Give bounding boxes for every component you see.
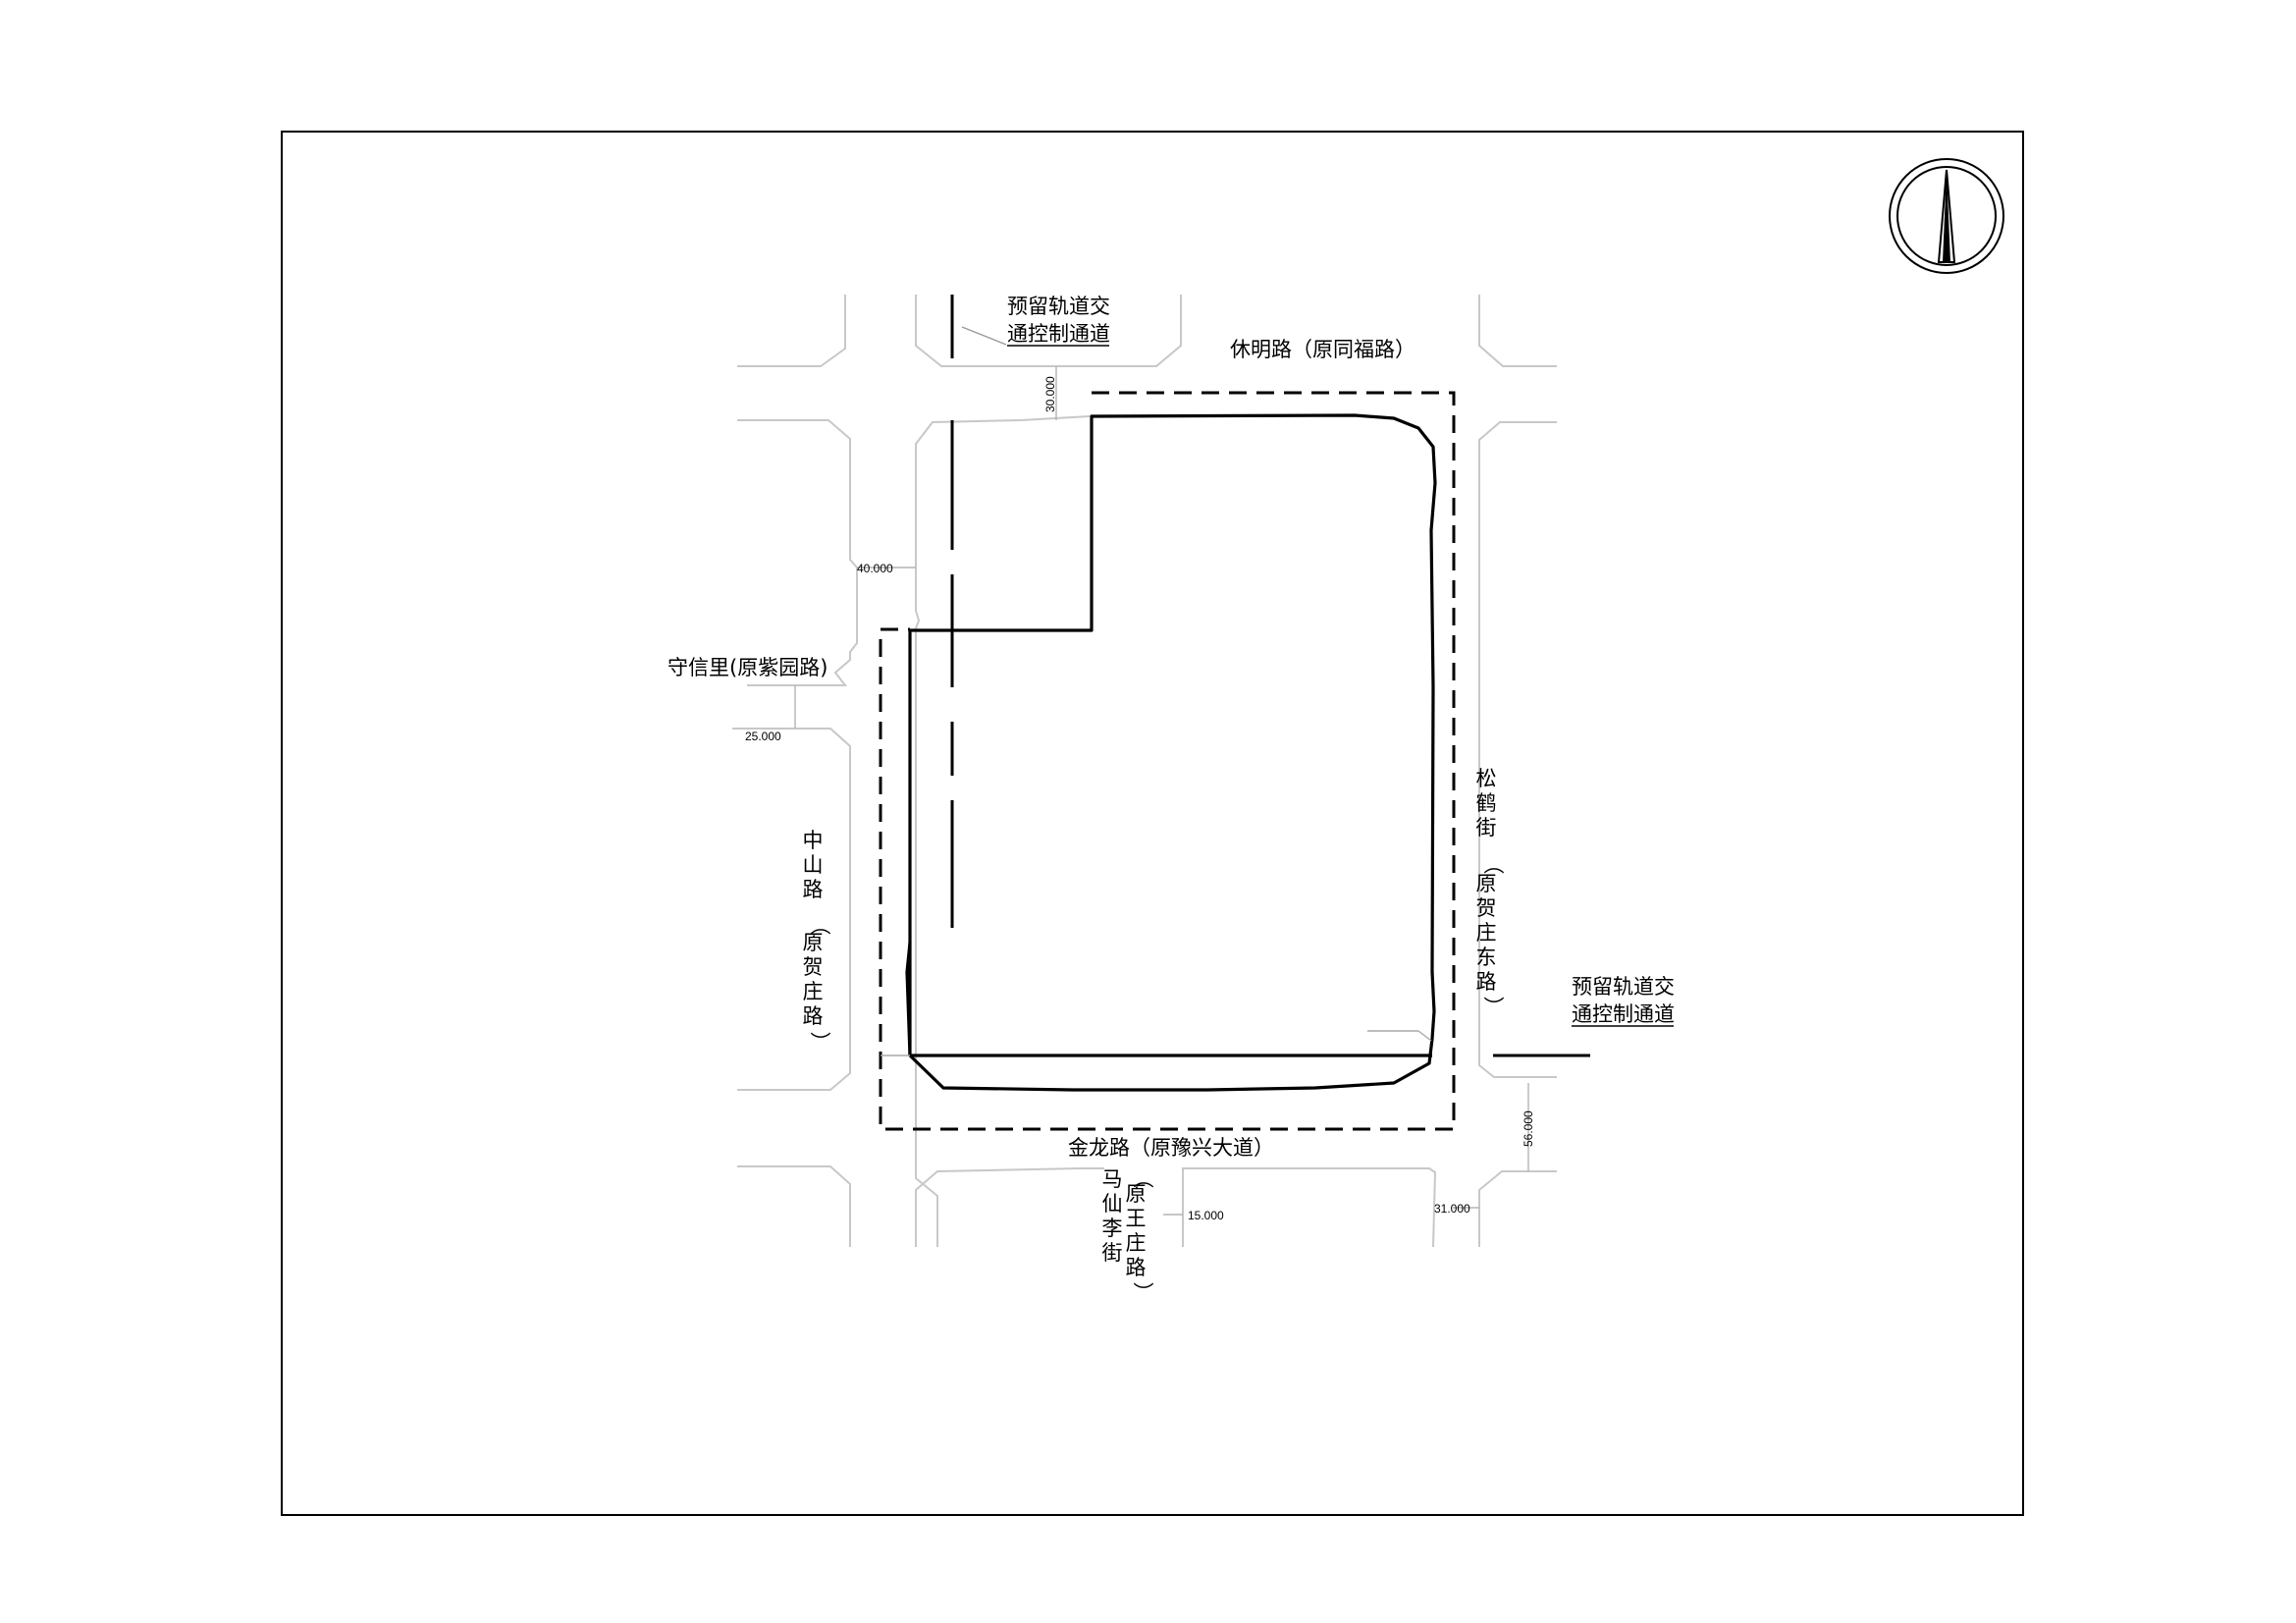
maxianli-char-2: 仙 (1102, 1192, 1123, 1216)
songhe-char-5: 原 (1476, 872, 1497, 895)
songhe-char-7: 庄 (1476, 921, 1497, 945)
corridor-north-leader (961, 326, 1007, 346)
zhongshan-char-7: 庄 (803, 980, 824, 1003)
zhongshan-char-5: 原 (803, 931, 824, 954)
dim-31-label: 31.000 (1434, 1202, 1470, 1216)
songhe-street-label: 松 鹤 街 （ 原 贺 庄 东 路 ） (1476, 767, 1506, 1017)
maxianli-char-1: 马 (1102, 1167, 1123, 1191)
songhe-char-1: 松 (1476, 767, 1497, 790)
songhe-char-8: 东 (1476, 946, 1497, 969)
zhongshan-char-1: 中 (803, 829, 824, 852)
north-corridor-label-line2: 通控制通道 (1007, 322, 1110, 346)
north-corridor-label-line1: 预留轨道交 (1007, 295, 1110, 318)
dim-30-label: 30.000 (1043, 376, 1057, 412)
maxianli-char-3: 李 (1102, 1217, 1123, 1240)
songhe-char-4: （ (1481, 854, 1505, 875)
maxianli-alias-char-4: 庄 (1126, 1231, 1147, 1255)
dashed-control-line (879, 391, 1456, 1131)
songhe-char-3: 街 (1476, 816, 1497, 839)
maxianli-alias-char-2: 原 (1126, 1182, 1147, 1206)
zhongshan-char-4: （ (808, 915, 831, 936)
road-edges (732, 295, 1557, 1248)
maxianli-alias-char-3: 王 (1126, 1207, 1147, 1230)
inner-note-leader-2 (1417, 1030, 1432, 1042)
east-corridor-label-line2: 通控制通道 (1572, 1002, 1675, 1026)
maxianli-alias-char-6: ） (1131, 1282, 1154, 1303)
xiuming-road-label: 休明路（原同福路） (1230, 338, 1415, 361)
east-corridor-label-line1: 预留轨道交 (1572, 975, 1675, 999)
maxianli-alias-char-1: （ (1131, 1168, 1154, 1189)
songhe-char-2: 鹤 (1476, 791, 1497, 815)
songhe-char-9: 路 (1476, 970, 1497, 994)
songhe-char-6: 贺 (1476, 896, 1497, 920)
drawing-frame (281, 131, 2024, 1516)
site-boundary-kink (905, 942, 912, 1056)
zhongshan-char-2: 山 (803, 853, 824, 877)
dim-56-label: 56.000 (1522, 1110, 1535, 1147)
north-arrow-icon (1889, 158, 2004, 274)
maxianli-char-4: 街 (1102, 1241, 1123, 1265)
dim-40-label: 40.000 (857, 562, 893, 575)
maxianli-alias-char-5: 路 (1126, 1256, 1147, 1279)
maxianli-street-label: 马 仙 李 街 （ 原 王 庄 路 ） (1102, 1167, 1155, 1303)
dim-15-label: 15.000 (1188, 1209, 1224, 1222)
zhongshan-char-8: 路 (803, 1004, 824, 1028)
zhongshan-char-6: 贺 (803, 955, 824, 979)
jinlong-road-label: 金龙路（原豫兴大道） (1068, 1136, 1274, 1160)
site-boundary-line (908, 413, 1437, 1092)
dim-25-label: 25.000 (745, 730, 781, 743)
shouxinli-road-label: 守信里(原紫园路) (667, 656, 828, 679)
zhongshan-char-9: ） (808, 1032, 831, 1053)
zhongshan-road-label: 中 山 路 （ 原 贺 庄 路 ） (803, 829, 832, 1053)
songhe-char-10: ） (1481, 997, 1505, 1017)
zhongshan-char-3: 路 (803, 878, 824, 901)
